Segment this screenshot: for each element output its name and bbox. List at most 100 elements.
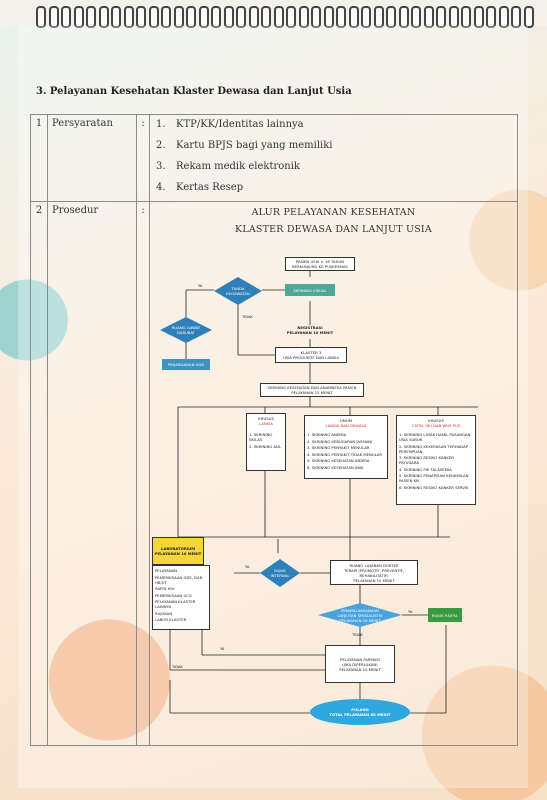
list-item: 3. SKRINING PENYAKIT MENULAR — [307, 445, 370, 450]
spiral-binding — [0, 0, 547, 28]
laboratory-box: LABORATORIUM PELAYANAN 10 MENIT — [152, 537, 204, 565]
list-item: 1. SKRINING SKILAS — [249, 432, 273, 442]
binding-ring — [511, 6, 521, 28]
binding-ring — [98, 6, 109, 28]
binding-ring — [186, 6, 196, 28]
list-item: 2. SKRINING KEBUGARAN JASMANI — [307, 438, 373, 444]
list-item: LABOR KLASTER — [155, 617, 187, 622]
general-box: UMUM LANSIA DAN DEWASA 1. SKRINING ANEMI… — [304, 415, 388, 479]
binding-ring — [398, 6, 409, 28]
list-item: 1.KTP/KK/Identitas lainnya — [156, 119, 304, 130]
pharmacy-box: PELAYANAN FARMASI (JIKA DIPERLUKAN) PELA… — [325, 645, 395, 683]
row-separator: : — [136, 201, 150, 746]
binding-ring — [523, 6, 534, 28]
binding-ring — [73, 6, 84, 28]
binding-ring — [161, 6, 171, 28]
binding-ring — [223, 6, 234, 28]
list-item: 4.Kertas Resep — [156, 182, 244, 193]
binding-ring — [173, 6, 184, 28]
table-row: 1 Persyaratan : 1.KTP/KK/Identitas lainn… — [30, 114, 518, 202]
row-number: 2 — [30, 201, 48, 746]
section-title: 3. Pelayanan Kesehatan Klaster Dewasa da… — [36, 86, 352, 97]
binding-ring — [298, 6, 309, 28]
list-item: PELAYANAN : — [155, 568, 180, 573]
table-row: 2 Prosedur : ALUR PELAYANAN KESEHATAN KL… — [30, 201, 518, 746]
procedure-cell: ALUR PELAYANAN KESEHATAN KLASTER DEWASA … — [149, 201, 518, 746]
emergency-handling-box: PENANGANAN UGD — [162, 359, 210, 370]
flowchart-connectors — [169, 271, 478, 714]
binding-ring — [86, 6, 96, 28]
list-item: 6. SKRINING RESIKO KANKER SERVIK — [399, 484, 469, 490]
list-item: 3. SKRINING RESIKO KANKER PAYUDARA — [399, 455, 454, 465]
binding-ring — [498, 6, 509, 28]
list-item: PELAYANAN KLASTER LAINNYA — [155, 599, 196, 609]
hospital-referral-box: RUJUK RS/FKL — [428, 608, 462, 622]
binding-ring — [386, 6, 396, 28]
binding-ring — [236, 6, 246, 28]
binding-ring — [273, 6, 284, 28]
binding-ring — [473, 6, 484, 28]
binding-ring — [323, 6, 334, 28]
binding-ring — [136, 6, 146, 28]
binding-ring — [373, 6, 384, 28]
list-item: 5. SKRINING KESEHATAN INDERA — [307, 458, 370, 463]
no-label: TIDAK — [352, 633, 363, 637]
list-item: 2. SKRINING ADL — [249, 443, 282, 449]
list-item: 4. SKRINING PENYAKIT TIDAK MENULAR — [307, 451, 383, 457]
registration-box: REGISTRASI PELAYANAN 10 MENIT — [286, 325, 334, 335]
yes-label: YA — [198, 284, 203, 288]
binding-ring — [261, 6, 271, 28]
list-item: RUJUKAN — [155, 610, 173, 616]
binding-ring — [448, 6, 459, 28]
requirements-list: 1.KTP/KK/Identitas lainnya 2.Kartu BPJS … — [150, 115, 517, 201]
requirements-cell: 1.KTP/KK/Identitas lainnya 2.Kartu BPJS … — [149, 114, 518, 202]
binding-ring — [461, 6, 471, 28]
service-table: 1 Persyaratan : 1.KTP/KK/Identitas lainn… — [30, 114, 518, 746]
list-item: RAPID HIV — [155, 586, 175, 591]
list-item: 4. SKRINING PIE TALASEMIA — [399, 466, 452, 472]
binding-ring — [111, 6, 121, 28]
flowchart-title-line1: ALUR PELAYANAN KESEHATAN — [251, 207, 416, 218]
binding-ring — [311, 6, 321, 28]
list-item: PEMERIKSAAN GDS, DAN HB/UT — [155, 574, 203, 585]
yes-label: YA — [408, 610, 413, 614]
binding-ring — [286, 6, 296, 28]
binding-ring — [411, 6, 421, 28]
binding-ring — [48, 6, 59, 28]
binding-ring — [348, 6, 359, 28]
binding-ring — [436, 6, 446, 28]
visual-screening-box: SKRINING VISUAL — [285, 284, 335, 296]
list-item: 2.Kartu BPJS bagi yang memiliki — [156, 140, 333, 151]
flowchart-title-line2: KLASTER DEWASA DAN LANJUT USIA — [235, 224, 432, 235]
start-box: PASIEN USIA > 18 TAHUN BERKUNJUNG KE PUS… — [285, 257, 355, 271]
binding-ring — [148, 6, 159, 28]
list-item: 6. SKRINING KESEHATAN JIWA — [307, 464, 364, 470]
binding-ring — [211, 6, 221, 28]
list-item: 5. SKRINING PENAPISAN KEHAMILAN PASIEN K… — [399, 473, 469, 483]
no-label: TIDAK — [242, 315, 253, 319]
list-item: 2. SKRINING KEKERASAN TERHADAP PEREMPUAN — [399, 443, 468, 454]
reproductive-specific-box: KHUSUS CATIN, IBU DAN WUS PUS 1. SKRININ… — [396, 415, 476, 505]
cluster-box: KLASTER 3 USIA PRODUKTIF DAN LANSIA — [275, 347, 347, 363]
binding-ring — [36, 6, 46, 28]
binding-ring — [248, 6, 259, 28]
row-separator: : — [136, 114, 150, 202]
go-home-ellipse: PULANG TOTAL PELAYANAN 65 MENIT — [310, 699, 410, 725]
binding-ring — [61, 6, 71, 28]
list-item: 1. SKRINING LAYAK HAMIL PASANGAN USIA SU… — [399, 432, 471, 442]
flowchart: PASIEN USIA > 18 TAHUN BERKUNJUNG KE PUS… — [150, 235, 488, 745]
no-label: TIDAK — [172, 665, 183, 669]
doctor-service-box: RUANG LAYANAN DOKTER TERAPI (PROMOTIF, P… — [330, 560, 418, 585]
yes-label: YA — [245, 565, 250, 569]
list-item: 1. SKRINING ANEMIA — [307, 432, 347, 437]
row-number: 1 — [30, 114, 48, 202]
binding-ring — [123, 6, 134, 28]
binding-ring — [423, 6, 434, 28]
row-label: Prosedur — [47, 201, 137, 746]
binding-ring — [361, 6, 371, 28]
yes-label: YA — [220, 647, 225, 651]
binding-ring — [486, 6, 496, 28]
list-item: 3.Rekam medik elektronik — [156, 161, 300, 172]
